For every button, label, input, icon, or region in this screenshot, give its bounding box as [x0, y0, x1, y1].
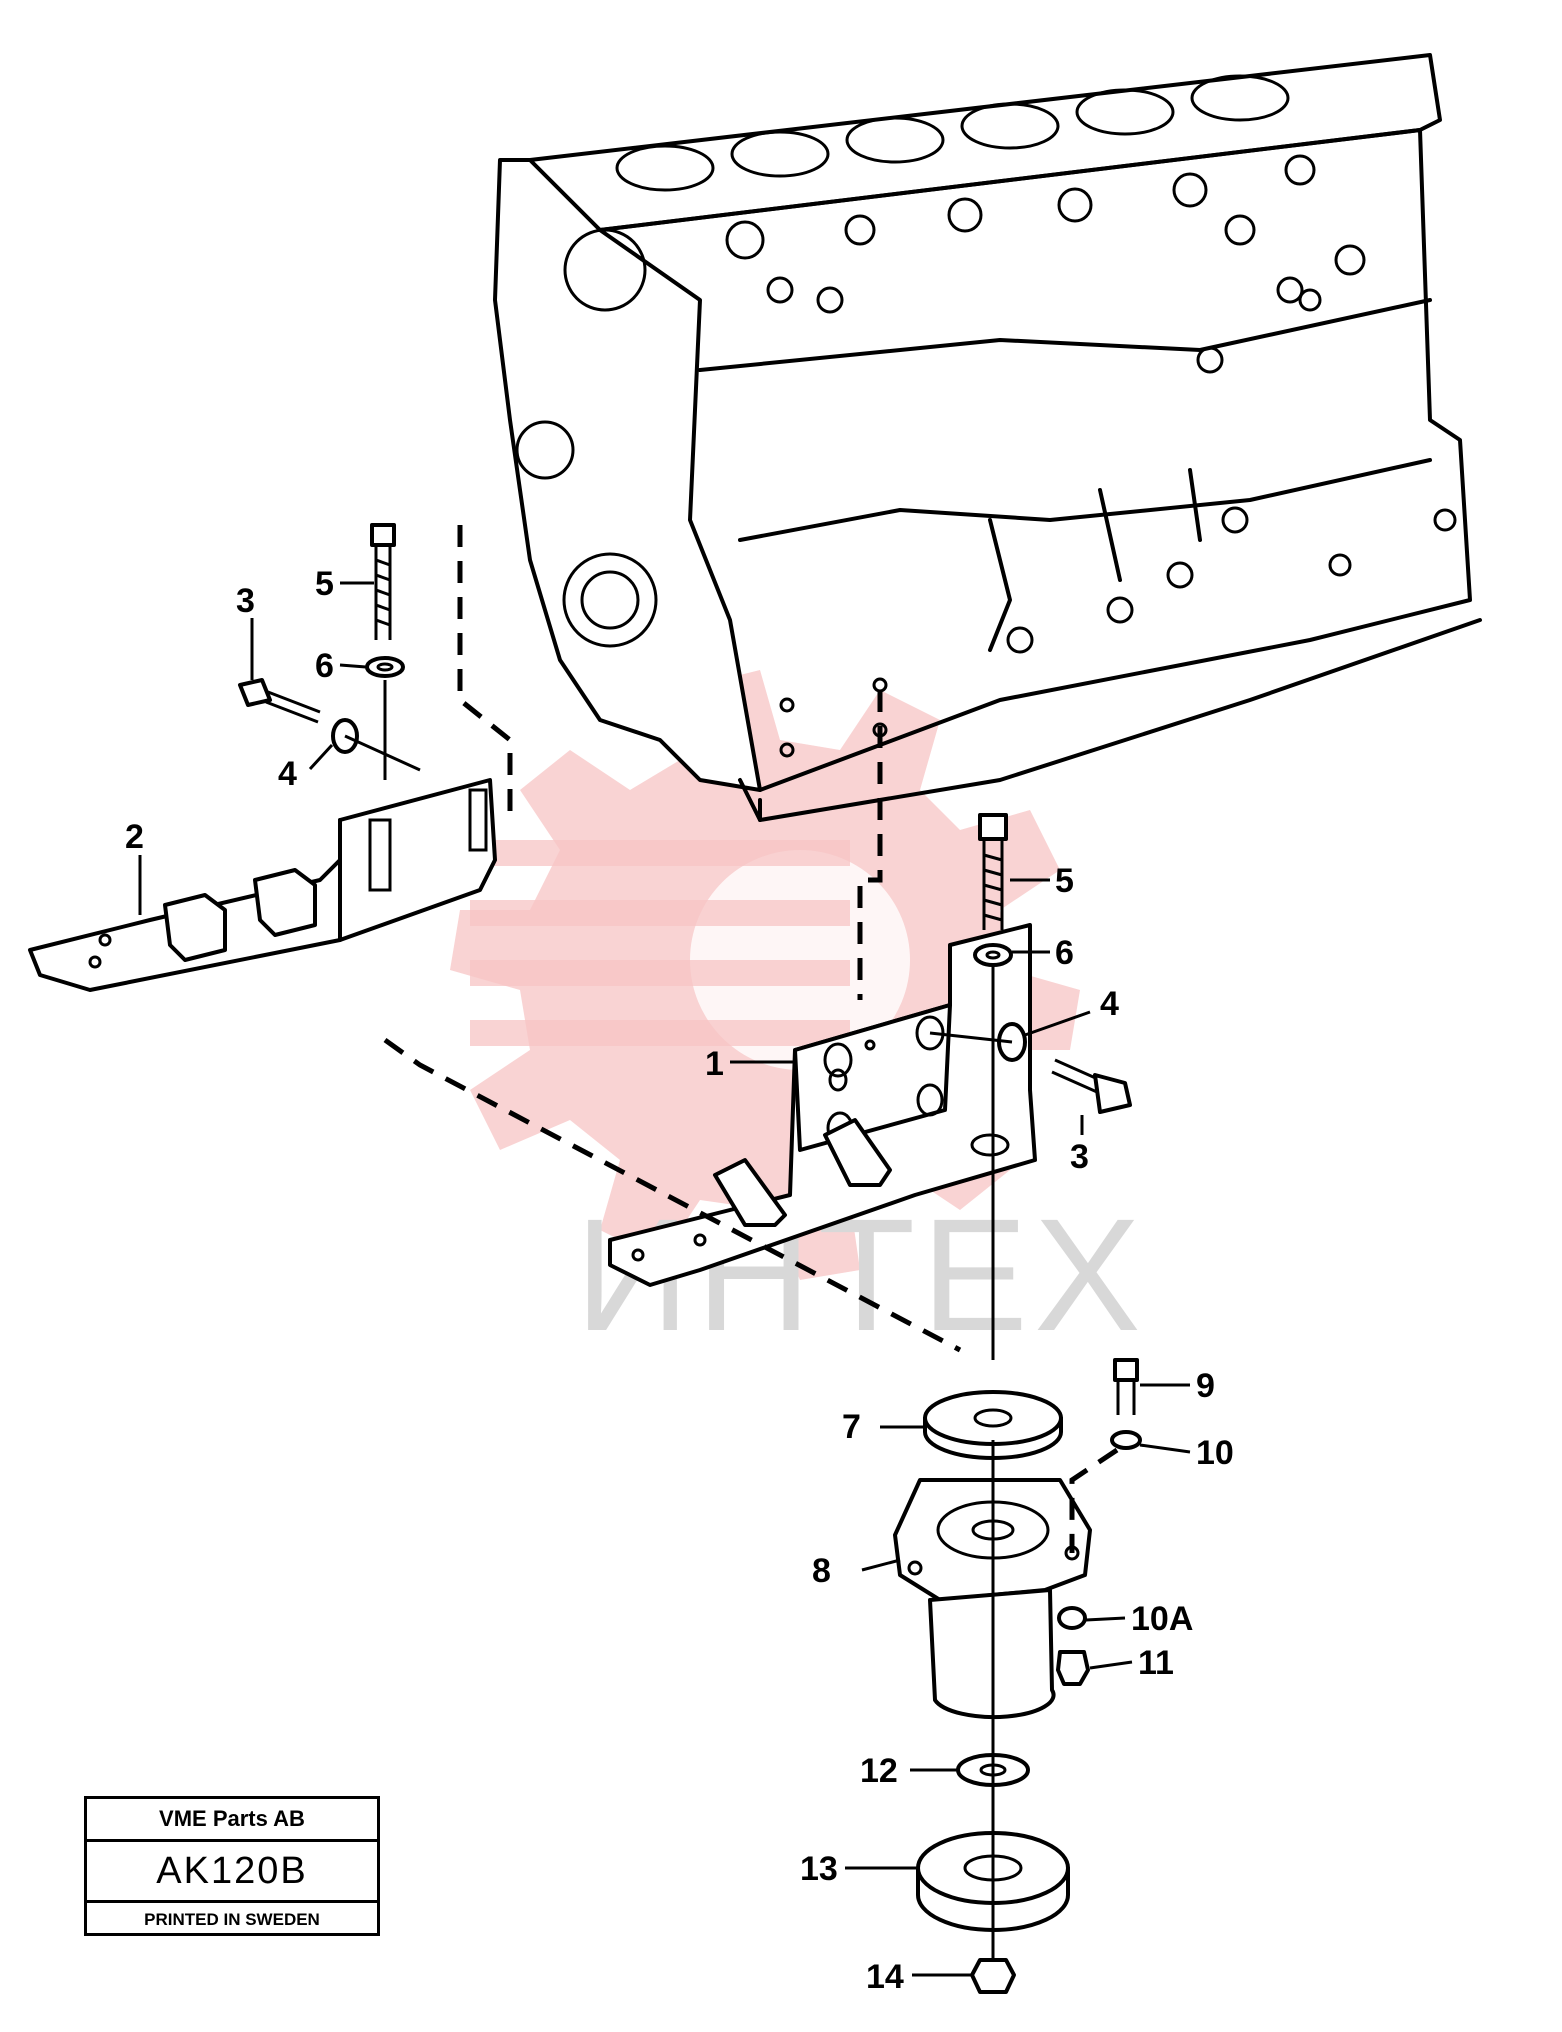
callout-4-left: 4 — [278, 755, 297, 793]
callout-10: 10 — [1196, 1434, 1234, 1472]
callout-6-left: 6 — [315, 647, 334, 685]
company-name: VME Parts AB — [87, 1799, 377, 1842]
left-engine-bracket — [28, 778, 497, 992]
right-fasteners — [929, 813, 1132, 1360]
title-block: VME Parts AB AK120B PRINTED IN SWEDEN — [84, 1796, 380, 1936]
callout-11: 11 — [1138, 1644, 1174, 1682]
callout-12: 12 — [860, 1752, 898, 1790]
callout-14: 14 — [866, 1958, 904, 1996]
callout-5-right: 5 — [1055, 862, 1074, 900]
rubber-mount-assembly — [893, 1358, 1142, 1994]
callout-3-left: 3 — [236, 582, 255, 620]
alignment-lines — [383, 525, 1119, 1553]
callout-13: 13 — [800, 1850, 838, 1888]
callout-numbers: 1 2 3 3 4 4 5 5 6 6 7 8 9 10 10A 11 12 1… — [125, 565, 1234, 1996]
callout-8: 8 — [812, 1552, 831, 1590]
printed-note: PRINTED IN SWEDEN — [144, 1910, 320, 1929]
callout-leaders — [138, 581, 1191, 1977]
callout-10a: 10A — [1131, 1600, 1193, 1638]
left-fasteners — [238, 523, 421, 780]
callout-2: 2 — [125, 818, 144, 856]
right-engine-bracket — [608, 923, 1037, 1287]
callout-7: 7 — [842, 1408, 861, 1446]
callout-6-right: 6 — [1055, 934, 1074, 972]
callout-4-right: 4 — [1100, 985, 1119, 1023]
engine-block — [493, 53, 1482, 822]
watermark-gear-logo — [450, 670, 1080, 1280]
callout-3-right: 3 — [1070, 1138, 1089, 1176]
callout-9: 9 — [1196, 1367, 1215, 1405]
callout-5-left: 5 — [315, 565, 334, 603]
callout-1: 1 — [705, 1045, 724, 1083]
drawing-code: AK120B — [87, 1842, 377, 1903]
